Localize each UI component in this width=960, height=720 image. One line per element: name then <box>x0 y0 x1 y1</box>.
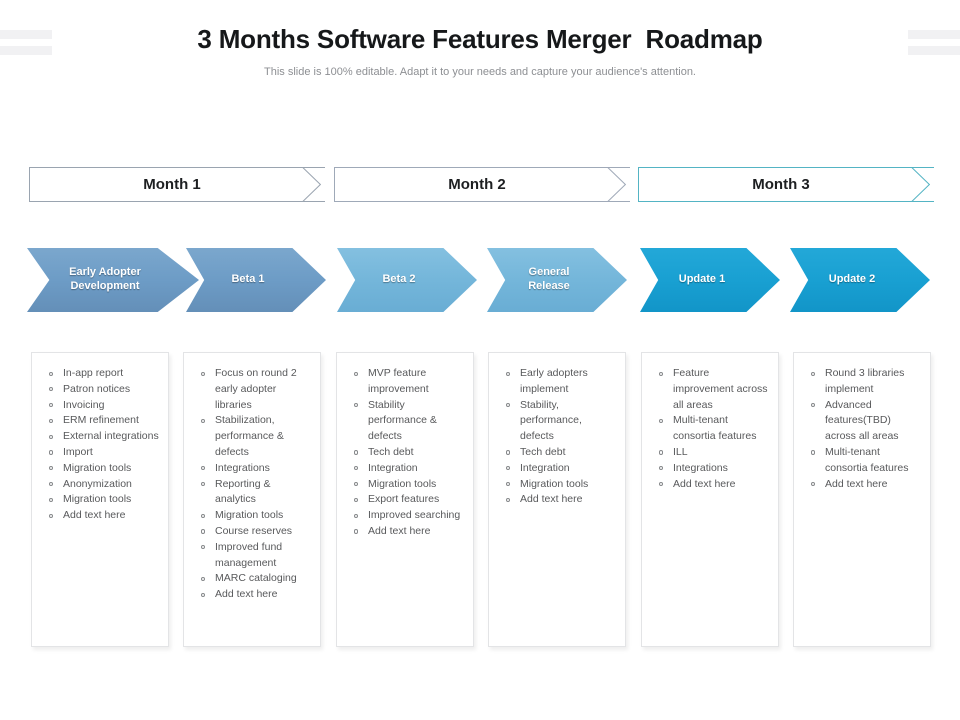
list-item: Add text here <box>804 477 922 493</box>
list-item: Focus on round 2 early adopter libraries <box>194 366 312 413</box>
bullet-list: Focus on round 2 early adopter libraries… <box>194 366 312 603</box>
milestone-arrow-label-2: Beta 1 <box>231 273 265 286</box>
list-item: MVP feature improvement <box>347 366 465 398</box>
list-item: Import <box>42 445 160 461</box>
milestone-arrow-label-4: General Release <box>528 266 570 292</box>
decor-bar-right-top <box>908 30 960 39</box>
list-item: Integrations <box>194 461 312 477</box>
milestone-arrow-6[interactable]: Update 2 <box>790 248 930 312</box>
list-item: Multi-tenant consortia features <box>652 413 770 445</box>
list-item: Early adopters implement <box>499 366 617 398</box>
milestone-arrow-2[interactable]: Beta 1 <box>186 248 326 312</box>
list-item: Migration tools <box>42 492 160 508</box>
list-item: Stabilization, performance & defects <box>194 413 312 460</box>
list-item: ERM refinement <box>42 413 160 429</box>
month-banner-1[interactable]: Month 1 <box>29 167 325 202</box>
decor-bar-left-bottom <box>0 46 52 55</box>
list-item: Add text here <box>499 492 617 508</box>
banner-body-2 <box>334 167 630 202</box>
list-item: Stability performance & defects <box>347 398 465 445</box>
page-title: 3 Months Software Features Merger Roadma… <box>197 24 763 54</box>
list-item: Patron notices <box>42 382 160 398</box>
list-item: Tech debt <box>347 445 465 461</box>
list-item: Migration tools <box>194 508 312 524</box>
milestone-arrow-label-1: Early Adopter Development <box>69 266 141 292</box>
list-item: Improved fund management <box>194 540 312 572</box>
list-item: Invoicing <box>42 398 160 414</box>
list-item: MARC cataloging <box>194 571 312 587</box>
list-item: Course reserves <box>194 524 312 540</box>
list-item: Migration tools <box>42 461 160 477</box>
list-item: Improved searching <box>347 508 465 524</box>
list-item: Feature improvement across all areas <box>652 366 770 413</box>
list-item: Migration tools <box>347 477 465 493</box>
list-item: External integrations <box>42 429 160 445</box>
milestone-arrow-label-3: Beta 2 <box>382 273 416 286</box>
banner-body-3 <box>638 167 934 202</box>
banner-body-1 <box>29 167 325 202</box>
list-item: Tech debt <box>499 445 617 461</box>
decor-bar-left-top <box>0 30 52 39</box>
list-item: Add text here <box>42 508 160 524</box>
list-item: Integrations <box>652 461 770 477</box>
list-item: Anonymization <box>42 477 160 493</box>
month-banner-label-1: Month 1 <box>143 176 201 193</box>
month-banner-3[interactable]: Month 3 <box>638 167 934 202</box>
list-item: Add text here <box>347 524 465 540</box>
list-item: Add text here <box>194 587 312 603</box>
list-item: Export features <box>347 492 465 508</box>
list-item: Stability, performance, defects <box>499 398 617 445</box>
list-item: Migration tools <box>499 477 617 493</box>
month-banner-2[interactable]: Month 2 <box>334 167 630 202</box>
list-item: Reporting & analytics <box>194 477 312 509</box>
list-item: ILL <box>652 445 770 461</box>
decor-bar-right-bottom <box>908 46 960 55</box>
milestone-arrow-label-6: Update 2 <box>828 273 876 286</box>
month-banner-label-3: Month 3 <box>752 176 810 193</box>
page-subtitle: This slide is 100% editable. Adapt it to… <box>264 66 696 78</box>
month-banner-label-2: Month 2 <box>448 176 506 193</box>
detail-card-2: Focus on round 2 early adopter libraries… <box>183 352 321 647</box>
list-item: In-app report <box>42 366 160 382</box>
milestone-arrow-5[interactable]: Update 1 <box>640 248 780 312</box>
list-item: Advanced features(TBD) across all areas <box>804 398 922 445</box>
milestone-arrow-4[interactable]: General Release <box>487 248 627 312</box>
list-item: Round 3 libraries implement <box>804 366 922 398</box>
list-item: Add text here <box>652 477 770 493</box>
milestone-arrow-1[interactable]: Early Adopter Development <box>27 248 199 312</box>
list-item: Multi-tenant consortia features <box>804 445 922 477</box>
milestone-arrow-label-5: Update 1 <box>678 273 726 286</box>
milestone-arrow-3[interactable]: Beta 2 <box>337 248 477 312</box>
list-item: Integration <box>347 461 465 477</box>
list-item: Integration <box>499 461 617 477</box>
